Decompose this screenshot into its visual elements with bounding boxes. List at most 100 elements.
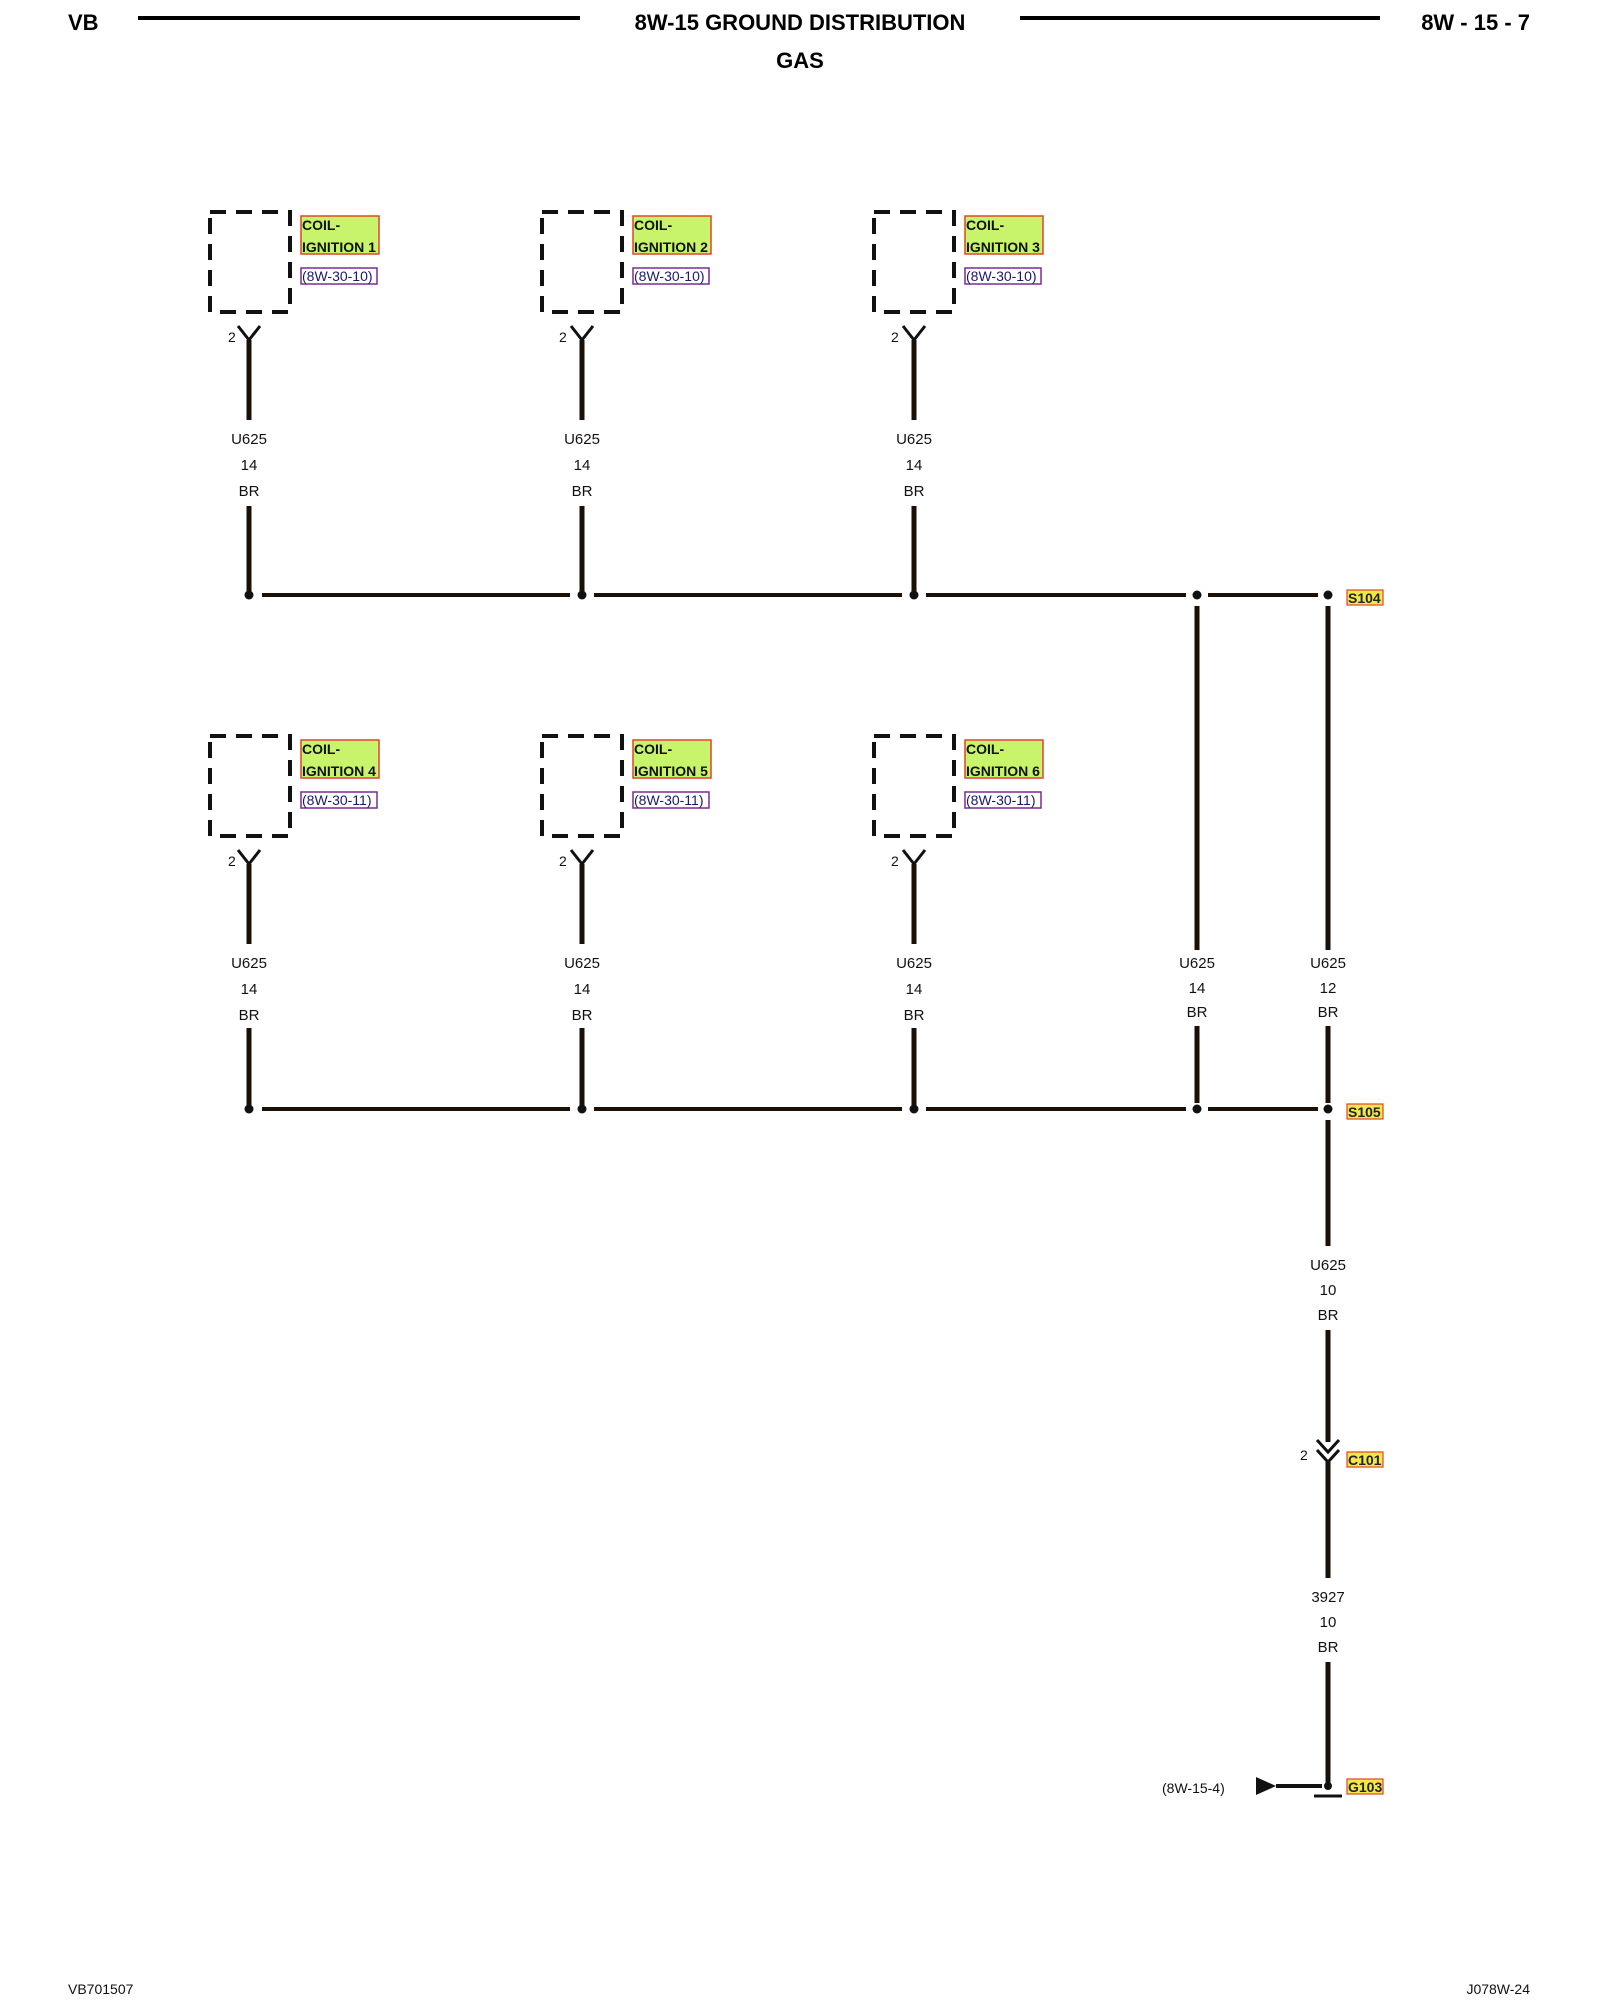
connector-c101: 2 C101 [1300, 1438, 1384, 1468]
splice-tag-s104: S104 [1348, 590, 1381, 606]
trunk-wire-circuit: U625 [1310, 1257, 1346, 1274]
wire-circuit: U625 [231, 955, 267, 972]
pin-number: 2 [228, 329, 236, 345]
trunk-wire-gauge: 10 [1320, 1614, 1337, 1631]
splice-node [1323, 1104, 1333, 1114]
trunk-wire-circuit: U625 [1179, 955, 1215, 972]
trunk-wire-gauge: 12 [1320, 980, 1337, 997]
connector-male-icon [1315, 1438, 1341, 1455]
splice-node [577, 590, 587, 600]
component-ref-box [964, 791, 1042, 809]
arrow-icon [1256, 1777, 1276, 1795]
component-label-line2: IGNITION 1 [302, 239, 376, 255]
wire-gauge: 14 [241, 457, 258, 474]
wire-gauge: 14 [574, 981, 591, 998]
ground-tag-g103: G103 [1348, 1779, 1382, 1795]
pin-number: 2 [559, 329, 567, 345]
component-label-box [632, 739, 712, 779]
component-label-line1: COIL- [966, 217, 1004, 233]
component-outline [540, 210, 624, 314]
component-label-box [300, 739, 380, 779]
component-outline [872, 210, 956, 314]
wire-circuit: U625 [896, 431, 932, 448]
connector-tag-c101: C101 [1348, 1452, 1382, 1468]
wire-color: BR [239, 483, 260, 500]
component-label-line2: IGNITION 4 [302, 763, 376, 779]
component-ref-box [300, 267, 378, 285]
coil-ignition-6: COIL- IGNITION 6 (8W-30-11) 2 U625 14 BR [872, 734, 1044, 1108]
component-ref-link[interactable]: (8W-30-10) [966, 268, 1037, 284]
splice-tag-box [1346, 589, 1384, 606]
component-ref-box [964, 267, 1042, 285]
component-ref-box [300, 791, 378, 809]
wire-circuit: U625 [564, 431, 600, 448]
component-label-line1: COIL- [634, 217, 672, 233]
trunk-wire-circuit: 3927 [1311, 1589, 1344, 1606]
splice-bus-s105: S105 [244, 1103, 1384, 1120]
wire-circuit: U625 [896, 955, 932, 972]
trunk-wire-gauge: 14 [1189, 980, 1206, 997]
coil-ignition-2: COIL- IGNITION 2 (8W-30-10) 2 U625 14 BR [540, 210, 712, 594]
component-label-line1: COIL- [302, 741, 340, 757]
splice-node [909, 1104, 919, 1114]
footer-right-code: J078W-24 [1466, 1981, 1530, 1997]
component-label-line2: IGNITION 3 [966, 239, 1040, 255]
splice-node [577, 1104, 587, 1114]
wire-color: BR [572, 1007, 593, 1024]
component-label-line1: COIL- [634, 741, 672, 757]
coil-ignition-1: COIL- IGNITION 1 (8W-30-10) 2 U625 14 BR [208, 210, 380, 594]
trunk-wire-gauge: 10 [1320, 1282, 1337, 1299]
header-vehicle-code: VB [68, 10, 99, 35]
component-ref-link[interactable]: (8W-30-11) [302, 792, 372, 808]
trunk-wire-color: BR [1318, 1307, 1339, 1324]
wire-circuit: U625 [231, 431, 267, 448]
component-label-line1: COIL- [302, 217, 340, 233]
coil-ignition-5: COIL- IGNITION 5 (8W-30-11) 2 U625 14 BR [540, 734, 712, 1108]
wire-circuit: U625 [564, 955, 600, 972]
ground-tag-box [1346, 1778, 1384, 1795]
wire-color: BR [904, 483, 925, 500]
footer-left-code: VB701507 [68, 1981, 134, 1997]
component-ref-box [632, 791, 710, 809]
component-outline [872, 734, 956, 838]
coil-ignition-4: COIL- IGNITION 4 (8W-30-11) 2 U625 14 BR [208, 734, 380, 1108]
component-ref-box [632, 267, 710, 285]
component-outline [208, 210, 292, 314]
connector-terminal-icon [901, 849, 927, 867]
trunk-wire-color: BR [1318, 1004, 1339, 1021]
header-subtitle: GAS [776, 48, 824, 73]
component-ref-link[interactable]: (8W-30-11) [634, 792, 704, 808]
trunk-wire-circuit: U625 [1310, 955, 1346, 972]
component-ref-link[interactable]: (8W-30-10) [302, 268, 373, 284]
splice-node [1323, 590, 1333, 600]
component-ref-link[interactable]: (8W-30-11) [966, 792, 1036, 808]
wire-gauge: 14 [906, 457, 923, 474]
component-outline [540, 734, 624, 838]
coil-ignition-3: COIL- IGNITION 3 (8W-30-10) 2 U625 14 BR [872, 210, 1044, 594]
splice-node [1192, 1104, 1202, 1114]
wire-color: BR [239, 1007, 260, 1024]
component-label-line2: IGNITION 6 [966, 763, 1040, 779]
component-ref-link[interactable]: (8W-30-10) [634, 268, 705, 284]
header-page-number: 8W - 15 - 7 [1421, 10, 1530, 35]
wire-color: BR [572, 483, 593, 500]
ground-node [1324, 1782, 1332, 1790]
wire-gauge: 14 [241, 981, 258, 998]
splice-tag-s105: S105 [1348, 1104, 1381, 1120]
wire-gauge: 14 [906, 981, 923, 998]
component-label-box [964, 739, 1044, 779]
component-outline [208, 734, 292, 838]
splice-node [244, 1104, 254, 1114]
connector-terminal-icon [901, 325, 927, 343]
splice-node [909, 590, 919, 600]
component-label-line2: IGNITION 5 [634, 763, 708, 779]
splice-node [1192, 590, 1202, 600]
splice-bus-s104: S104 [244, 589, 1384, 606]
pin-number: 2 [228, 853, 236, 869]
wire-gauge: 14 [574, 457, 591, 474]
component-label-box [300, 215, 380, 255]
ground-ref-link[interactable]: (8W-15-4) [1162, 1780, 1225, 1796]
pin-number: 2 [891, 853, 899, 869]
connector-terminal-icon [236, 849, 262, 867]
